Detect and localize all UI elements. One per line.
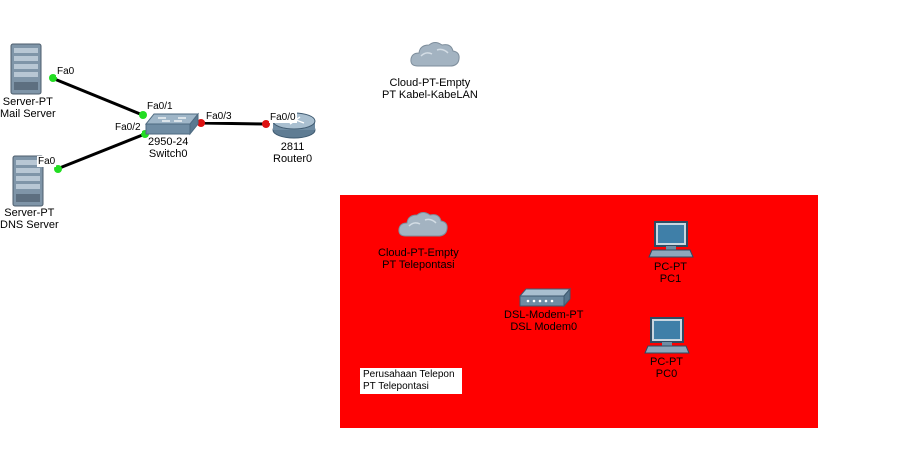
- device-model: 2811: [280, 141, 305, 153]
- cluster-note[interactable]: Perusahaan Telepon PT Telepontasi: [360, 368, 462, 394]
- port-label-router-fa0-0: Fa0/0: [269, 112, 297, 123]
- device-name: Mail Server: [0, 108, 56, 120]
- device-name: PT Telepontasi: [382, 259, 455, 271]
- cloud-icon[interactable]: [408, 38, 462, 72]
- cable-switch-router[interactable]: [199, 121, 267, 126]
- device-model: Cloud-PT-Empty: [389, 77, 471, 89]
- port-label-dns-fa0: Fa0: [37, 156, 57, 167]
- device-label-pc1[interactable]: PC-PT PC1: [654, 261, 687, 285]
- switch-icon[interactable]: [144, 112, 200, 136]
- pc-icon[interactable]: [648, 220, 694, 260]
- device-label-cloud-telepon[interactable]: Cloud-PT-Empty PT Telepontasi: [378, 247, 459, 271]
- port-label-switch-fa0-2: Fa0/2: [114, 122, 142, 133]
- cloud-icon[interactable]: [396, 208, 450, 242]
- device-label-dsl-modem[interactable]: DSL-Modem-PT DSL Modem0: [504, 309, 583, 333]
- pc-icon[interactable]: [644, 316, 690, 356]
- cluster-note-line1: Perusahaan Telepon: [363, 369, 455, 380]
- device-name: Switch0: [148, 148, 188, 160]
- device-name: PC1: [659, 273, 682, 285]
- device-name: Router0: [273, 153, 313, 165]
- cable-dns-switch[interactable]: [56, 132, 146, 171]
- port-label-mail-fa0: Fa0: [56, 66, 76, 77]
- device-model: Server-PT: [4, 207, 55, 219]
- device-model: Cloud-PT-Empty: [378, 247, 459, 259]
- device-label-dns-server[interactable]: Server-PT DNS Server: [0, 207, 59, 231]
- device-name: PC0: [655, 368, 678, 380]
- device-model: PC-PT: [650, 356, 683, 368]
- device-model: DSL-Modem-PT: [504, 309, 584, 321]
- link-led-switch-fa0-1: [139, 111, 147, 119]
- device-name: PT Kabel-KabeLAN: [382, 89, 478, 101]
- device-model: Server-PT: [2, 96, 53, 108]
- link-led-switch-fa0-3: [197, 119, 205, 127]
- device-model: PC-PT: [654, 261, 687, 273]
- cluster-note-line2: PT Telepontasi: [363, 381, 429, 392]
- port-label-switch-fa0-1: Fa0/1: [146, 101, 174, 112]
- device-label-pc0[interactable]: PC-PT PC0: [650, 356, 683, 380]
- cable-mail-switch[interactable]: [51, 76, 146, 118]
- device-label-router0[interactable]: 2811 Router0: [273, 141, 312, 165]
- port-label-switch-fa0-3: Fa0/3: [205, 111, 233, 122]
- link-led-mail-fa0: [49, 74, 57, 82]
- server-icon[interactable]: [8, 42, 44, 96]
- device-label-mail-server[interactable]: Server-PT Mail Server: [0, 96, 56, 120]
- device-label-cloud-kabel[interactable]: Cloud-PT-Empty PT Kabel-KabeLAN: [382, 77, 478, 101]
- link-led-router-fa0-0: [262, 120, 270, 128]
- device-name: DSL Modem0: [510, 321, 578, 333]
- device-model: 2950-24: [148, 136, 189, 148]
- device-label-switch0[interactable]: 2950-24 Switch0: [148, 136, 188, 160]
- device-name: DNS Server: [0, 219, 59, 231]
- link-led-dns-fa0: [54, 165, 62, 173]
- dsl-modem-icon[interactable]: [518, 287, 572, 309]
- server-icon[interactable]: [10, 154, 46, 208]
